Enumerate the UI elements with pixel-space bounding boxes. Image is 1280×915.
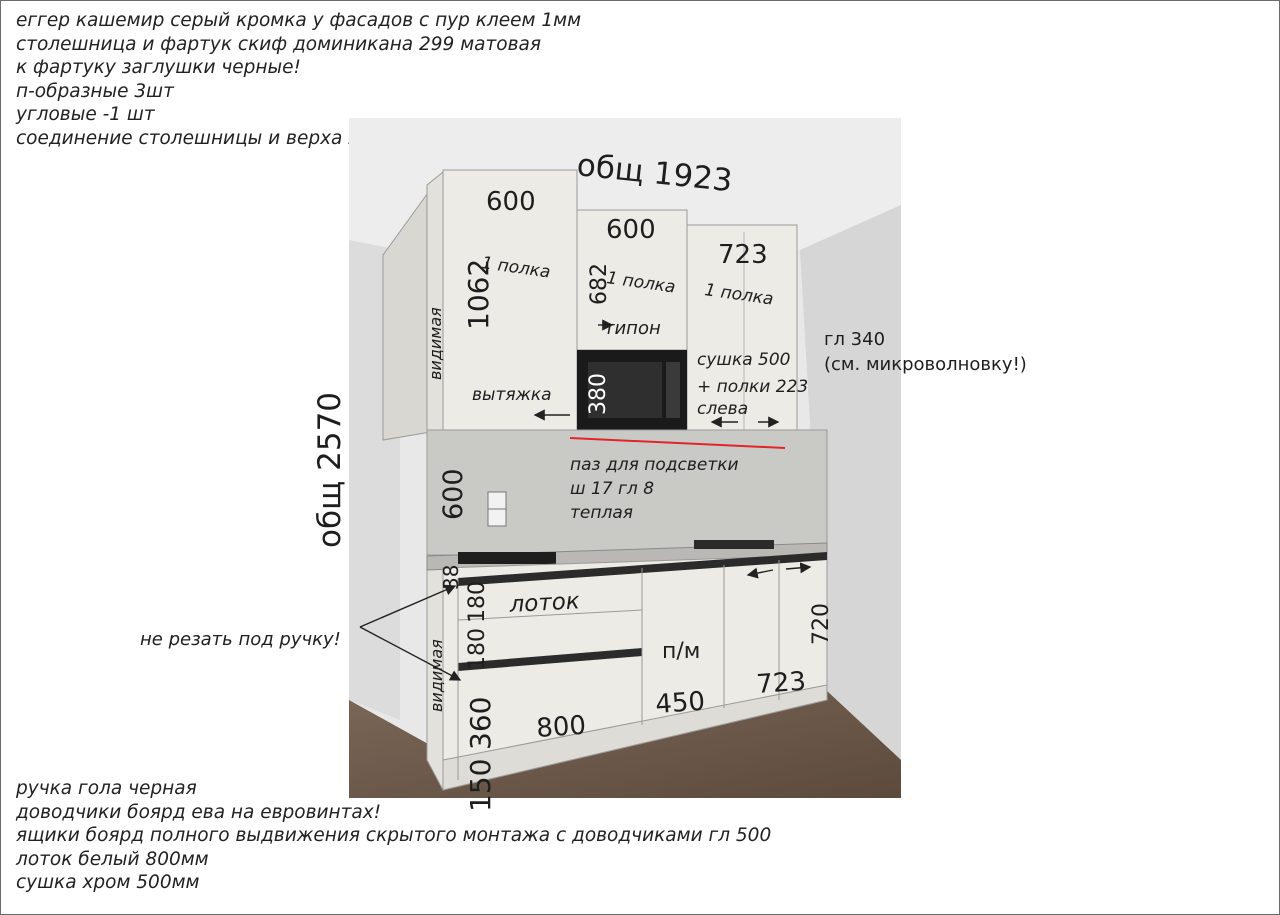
note-line: п-образные 3шт bbox=[16, 80, 174, 102]
hob bbox=[458, 552, 556, 564]
microwave-height: 380 bbox=[586, 373, 611, 415]
bottom-notes: ручка гола черная доводчики боярд ева на… bbox=[16, 777, 771, 895]
width-450: 450 bbox=[654, 687, 706, 720]
dryer-label-1: сушка 500 bbox=[697, 350, 791, 370]
note-line: ящики боярд полного выдвижения скрытого … bbox=[16, 825, 772, 846]
upper-cabinet-middle bbox=[576, 209, 688, 351]
note-line: еггер кашемир серый кромка у фасадов с п… bbox=[16, 10, 582, 31]
no-cut-label: не резать под ручку! bbox=[140, 629, 341, 650]
tray-label: лоток bbox=[508, 588, 581, 618]
led-groove bbox=[569, 437, 786, 449]
dryer-label-3: слева bbox=[697, 399, 748, 419]
height-720: 720 bbox=[809, 603, 834, 645]
note-line: к фартуку заглушки черные! bbox=[16, 57, 301, 78]
upper-cabinet-left bbox=[442, 169, 578, 431]
groove-label-1: паз для подсветки bbox=[570, 455, 739, 475]
note-line: ручка гола черная bbox=[16, 778, 197, 799]
note-line: лоток белый 800мм bbox=[16, 848, 209, 870]
hood-label: вытяжка bbox=[472, 385, 552, 405]
dryer-label-2: + полки 223 bbox=[697, 377, 808, 397]
arrow-lower-left bbox=[746, 567, 774, 579]
pointer-no-cut-1 bbox=[359, 584, 457, 628]
upper-width-1: 600 bbox=[486, 187, 536, 217]
depth-label-1: гл 340 bbox=[824, 329, 885, 350]
microwave-panel bbox=[666, 362, 680, 418]
upper-width-3: 723 bbox=[718, 240, 768, 270]
dishwasher-label: п/м bbox=[662, 639, 700, 664]
upper-cabinet-right bbox=[686, 224, 798, 436]
apron-height: 600 bbox=[438, 468, 469, 520]
groove-label-3: теплая bbox=[570, 503, 633, 523]
total-height-label: общ 2570 bbox=[312, 392, 348, 548]
note-line: столешница и фартук скиф доминикана 299 … bbox=[16, 33, 541, 55]
drawer-split-1 bbox=[457, 609, 643, 621]
note-line: сушка хром 500мм bbox=[16, 872, 200, 893]
groove-label-2: ш 17 гл 8 bbox=[570, 479, 654, 499]
drawer-height-3: 360 bbox=[464, 697, 497, 750]
counter-thickness: 38 bbox=[439, 565, 463, 590]
note-line: доводчики боярд ева на евровинтах! bbox=[16, 801, 382, 823]
plinth bbox=[442, 684, 828, 791]
niche-height: 682 bbox=[587, 263, 612, 305]
width-723: 723 bbox=[755, 667, 807, 700]
plinth-height: 150 bbox=[464, 759, 497, 812]
upper-width-2: 600 bbox=[606, 215, 656, 245]
note-line: угловые -1 шт bbox=[16, 104, 155, 125]
visible-panel-lower: видимая bbox=[427, 639, 446, 712]
drawer-height-2: 180 bbox=[465, 628, 490, 670]
pointer-no-cut-2 bbox=[359, 626, 462, 681]
depth-label-2: (см. микроволновку!) bbox=[824, 354, 1027, 375]
width-800: 800 bbox=[535, 711, 587, 744]
visible-panel-upper: видимая bbox=[426, 307, 445, 380]
upper-height: 1062 bbox=[462, 259, 495, 330]
drawer-height-1: 180 bbox=[465, 581, 490, 623]
microwave-door bbox=[588, 362, 662, 418]
sink bbox=[694, 540, 774, 549]
gola-handle-middle bbox=[458, 648, 642, 671]
arrow-lower-right bbox=[785, 562, 812, 574]
tipon-label: типон bbox=[604, 318, 661, 339]
